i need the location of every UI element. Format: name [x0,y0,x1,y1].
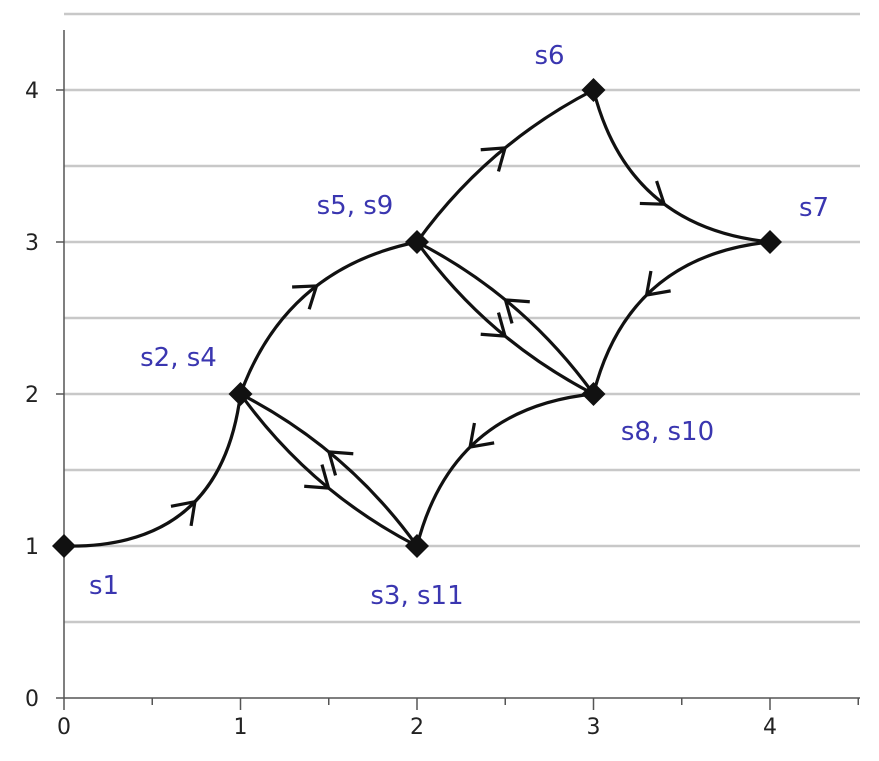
state-marker [52,534,76,558]
state-marker [758,230,782,254]
transition-path [238,240,418,395]
x-tick-label: 3 [587,715,601,740]
x-tick-label: 0 [57,715,71,740]
transition-arrowhead [170,499,197,527]
y-tick-label: 4 [25,79,39,104]
transition-path [239,392,419,547]
y-tick-label: 3 [25,231,39,256]
transition-path [415,88,595,243]
transition-arrowhead [644,270,671,297]
transition-path [591,89,771,244]
transition-arrowhead [292,284,319,310]
state-label: s7 [799,193,829,223]
state-label: s5, s9 [317,191,394,221]
transition-arrowhead [503,298,530,324]
transitions [63,88,771,548]
y-tick-label: 2 [25,383,39,408]
y-tick-label: 0 [25,687,39,712]
transition-path [415,241,595,396]
x-tick-label: 2 [410,715,424,740]
transition-arrowhead [468,422,495,449]
state-labels: s1 s2, s4 s3, s11 s5, s9 s6 s7 s8, s10 [89,41,829,611]
state-marker [405,230,429,254]
state-label: s8, s10 [621,417,714,447]
gridlines [64,12,860,624]
state-points [52,78,782,558]
state-marker [228,382,253,406]
state-marker [405,534,429,558]
x-tick-label: 1 [234,715,248,740]
transition-arrowhead [480,146,508,172]
transition-path [415,392,594,547]
transition-arrowhead [304,464,331,490]
transition-path [591,240,771,395]
transition-path [239,393,418,548]
transition-arrowhead [326,450,354,476]
transition-path [63,393,243,548]
transition-path [416,240,595,395]
state-label: s3, s11 [370,581,463,611]
state-marker [581,78,606,102]
state-marker [581,382,606,406]
transition-arrowhead [480,312,508,338]
state-label: s6 [534,41,564,71]
transition-arrowhead [639,180,667,206]
y-tick-label: 1 [25,535,39,560]
x-tick-label: 4 [763,715,777,740]
state-label: s1 [89,571,119,601]
state-label: s2, s4 [140,343,217,373]
axes: 0 1 2 3 4 0 1 2 3 4 [25,30,860,740]
